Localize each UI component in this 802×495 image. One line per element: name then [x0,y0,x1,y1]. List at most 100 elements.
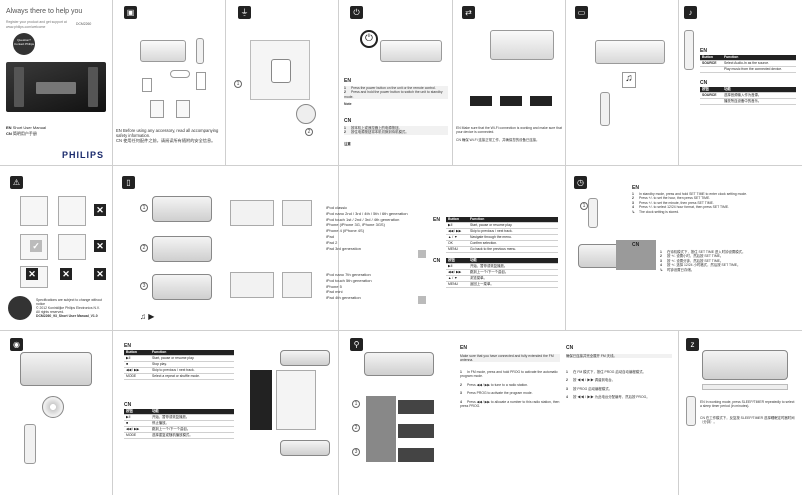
prohibit-mark-2: ✕ [94,240,106,252]
disc-en-label: EN [124,343,131,349]
footer-line-2: © 2012 Koninklijke Philips Electronics N… [36,306,100,310]
dock-en-r4-function: Confirm selection. [470,241,498,245]
philips-logo: PHILIPS [62,150,105,160]
prohibit-mark-4: ✕ [60,268,72,280]
dock-unit-1 [152,196,212,222]
disc-en-r2-function: Stop play. [152,362,167,366]
audio-cn-r2-function: 播放所连设备中的音乐。 [724,99,762,103]
list-item: iPad 2 [326,239,338,245]
dock-cn-r4-button: MENU [448,282,458,286]
disc-bottom-unit [280,440,330,456]
footer-line-1: Specifications are subject to change wit… [36,298,102,306]
connect-note-en: EN Make sure that the Wi-Fi connection i… [456,126,562,134]
radio-display-1 [398,400,434,414]
dock-cn-r1-function: 开始、暂停或恢复播放。 [470,264,508,268]
dock-en-r3-function: Navigate through the menu. [470,235,512,239]
dock-unit-3 [152,274,212,300]
dock-detail-1 [230,200,274,226]
list-item: iPad mini [326,289,343,295]
dock-en-h-button: Button [448,217,459,221]
dock-cn-h-function: 功能 [470,258,477,262]
adapter-drawing [142,78,152,92]
antenna-icon: ⚲ [350,338,363,351]
clock-en-step-5: ↳The clock setting is stored. [632,209,680,214]
list-item: iPod nano 2nd / 3rd / 4th / 5th / 6th ge… [326,210,408,216]
col-divider-3 [338,0,339,495]
manual-drawing-1 [150,100,164,118]
disc-en-r3-function: Skip to previous / next track. [152,368,195,372]
disc-cn-r1-function: 开始、暂停或恢复播放。 [152,415,190,419]
prohibit-mark-3: ✕ [26,268,38,280]
radio-cn-note: 确保已连接并完全展开 FM 天线。 [566,354,672,358]
col-divider-8 [678,330,679,495]
audio-player-drawing: ♫ [622,72,636,88]
audio-cn-r1-button: SOURCE [702,93,717,97]
dock-cn-label: CN [433,258,441,264]
flow-box-3 [530,96,552,106]
sleep-button-row [702,384,788,390]
audio-en-label: EN [700,48,707,54]
dock-en-r1-function: Start, pause or resume play. [470,223,513,227]
dock-step-1: 1 [140,204,148,212]
radio-remote-closeup [366,396,396,462]
wall-socket-drawing [250,40,310,100]
radio-step-marker-3: 3 [352,448,360,456]
product-photo [6,62,106,112]
col-divider-1 [112,0,113,495]
table-row: MENU 返回上一菜单。 [446,282,558,288]
list-item: iPod touch 5th generation [326,277,372,283]
cover-subtitle-1: Register your product and get support at [6,20,67,24]
disc-remote-drawing [24,424,36,464]
dock-step-2: 2 [140,244,148,252]
dock-unit-2 [152,236,212,262]
dock-cn-h-button: 按钮 [448,258,455,262]
box-icon: ▣ [124,6,137,19]
disc-top-unit [280,350,330,366]
dock-cn-r2-button: ◀◀ / ▶▶ [448,270,462,274]
audio-unit-drawing [595,40,665,64]
disc-cn-r2-button: ■ [126,421,129,425]
power-button-drawing: ⏻ [360,30,378,48]
sleep-icon: z [686,338,699,351]
disc-cn-r3-button: ◀◀ / ▶▶ [126,427,140,431]
dock-en-r5-function: Go back to the previous menu. [470,247,517,251]
speaker-right [88,67,98,107]
footer-line-3: All rights reserved. [36,310,65,314]
dock-cn-r4-function: 返回上一菜单。 [470,282,494,286]
disc-en-r1-function: Start, pause or resume play. [152,356,195,360]
prohibit-mark-1: ✕ [94,204,106,216]
col-divider-7 [565,165,566,330]
connect-note-cn: CN 确保 Wi-Fi 连接正常工作，并确保您的设备已连接。 [456,138,540,142]
audio-remote-drawing [600,92,610,126]
sleep-en: EN In working mode, press SLEEP/TIMER re… [700,400,795,408]
table-row: ▶II 开始、暂停或恢复播放。 [124,415,234,421]
table-row: Play music from the connected device. [700,67,796,73]
disc-cn-h-function: 功能 [152,409,159,413]
power-icon: ⏻ [350,6,363,19]
row-divider-1 [0,165,802,166]
radio-cn-label: CN [566,345,574,351]
compat-check-1 [418,250,426,258]
list-item: iPod nano 7th generation [326,272,371,277]
plug-icon: ⏚ [238,6,251,19]
col-divider-4 [452,0,453,165]
disc-cn-r1-button: ▶II [126,415,131,419]
disc-cn-header: 按钮功能 [124,409,234,415]
main-unit-drawing [140,40,186,62]
flow-box-2 [500,96,522,106]
allowed-mark-1: ✓ [30,240,42,252]
warning-illustration-2 [58,196,86,226]
audio-cn-h-function: 功能 [724,87,731,91]
